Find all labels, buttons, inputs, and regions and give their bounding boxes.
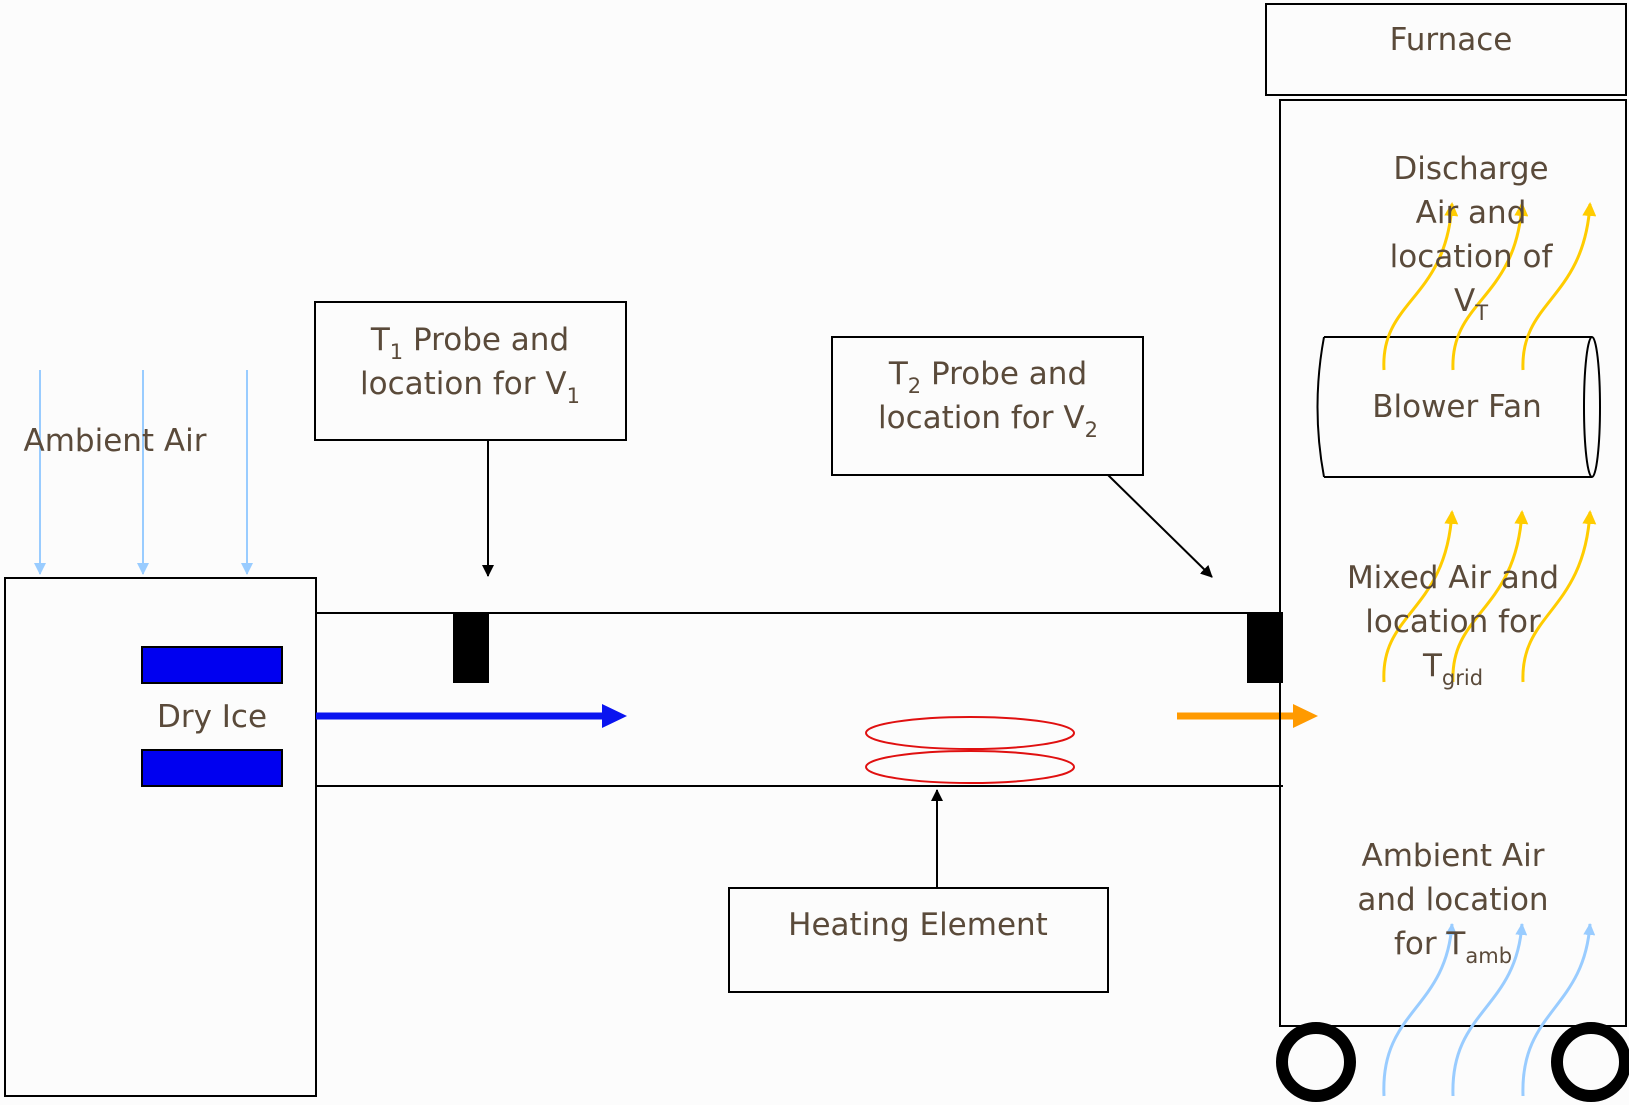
t2-probe [1247,614,1283,683]
dry-ice-label: Dry Ice [157,699,267,735]
discharge-line3: location of [1390,239,1554,275]
heating-element-callout [728,887,1109,993]
cooler-box [4,577,317,1097]
ambient-air-label: Ambient Air [24,423,207,459]
furnace-label: Furnace [1390,22,1513,58]
ambient-tamb-line3: for Tamb [1394,926,1512,968]
mixed-flow-arrows [1382,510,1597,683]
t2-callout-line1: T2 Probe and [888,356,1087,398]
t2-pointer [1107,474,1213,578]
discharge-line1: Discharge [1393,151,1548,187]
discharge-line2: Air and [1416,195,1527,231]
discharge-line4: VT [1454,283,1488,325]
down-arrow-icon [34,370,253,575]
ambient-tamb-line1: Ambient Air [1362,838,1545,874]
mixed-line1: Mixed Air and [1347,560,1559,596]
right-arrow-icon [316,704,627,728]
t1-callout-line1: T1 Probe and [370,322,569,364]
right-arrow-icon [1177,704,1318,728]
mixed-line3: Tgrid [1422,648,1483,690]
furnace-label-box [1265,3,1627,96]
t2-callout [831,336,1144,476]
t1-callout [314,301,627,441]
wheel-icon [1551,1022,1629,1102]
ambient-return-arrows [1382,923,1596,1097]
heating-element-label: Heating Element [788,907,1048,943]
blower-fan-label: Blower Fan [1372,389,1542,425]
t2-callout-line2: location for V2 [878,400,1098,442]
wheel-icon [1276,1022,1356,1102]
dry-ice-block-bottom [141,749,283,787]
dry-ice-block-top [141,646,283,684]
heater-coil [865,716,1075,784]
furnace-cabinet [1279,99,1627,1027]
mixed-line2: location for [1365,604,1541,640]
ambient-tamb-line2: and location [1357,882,1548,918]
t1-probe [453,614,489,683]
t1-callout-line2: location for V1 [360,366,580,408]
discharge-flow-arrows [1382,202,1597,371]
